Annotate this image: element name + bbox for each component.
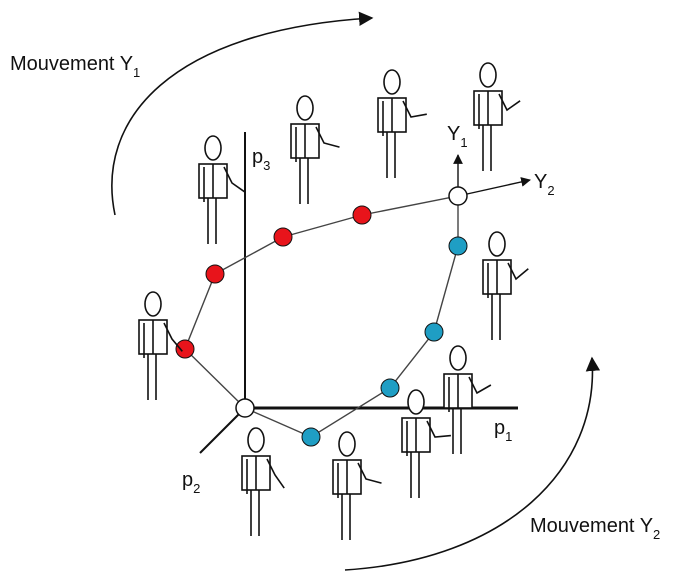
stick-figure [401,389,451,498]
blue-node [301,427,321,447]
p1-label: p1 [494,417,512,444]
stick-figures [138,62,529,540]
blue-node [380,378,400,398]
red-node [205,264,225,284]
p2-label: p2 [182,469,200,496]
y2-axis-arrow [457,177,531,197]
stick-figure [198,135,246,244]
red-node [273,227,293,247]
stick-figure [482,231,529,340]
movement-y2-label: Mouvement Y2 [530,515,660,542]
movement-y1-label: Mouvement Y1 [10,53,140,80]
red-node [175,339,195,359]
stick-figure [443,345,492,454]
stick-figure [332,431,382,540]
blue-node [448,236,468,256]
origin-node [235,398,255,418]
blue-node [424,322,444,342]
red-node [352,205,372,225]
stick-figure [138,291,183,400]
y2-label: Y2 [534,171,555,198]
peak-node [448,186,468,206]
stick-figure [473,62,521,171]
movement-y2-arrow [344,356,601,571]
movement-y1-arrow [111,11,374,216]
stick-figure [290,95,340,204]
stick-figure [241,427,285,536]
y1-label: Y1 [447,123,468,150]
stick-figure [377,69,427,178]
p3-label: p3 [252,146,270,173]
p2-axis [199,407,246,454]
